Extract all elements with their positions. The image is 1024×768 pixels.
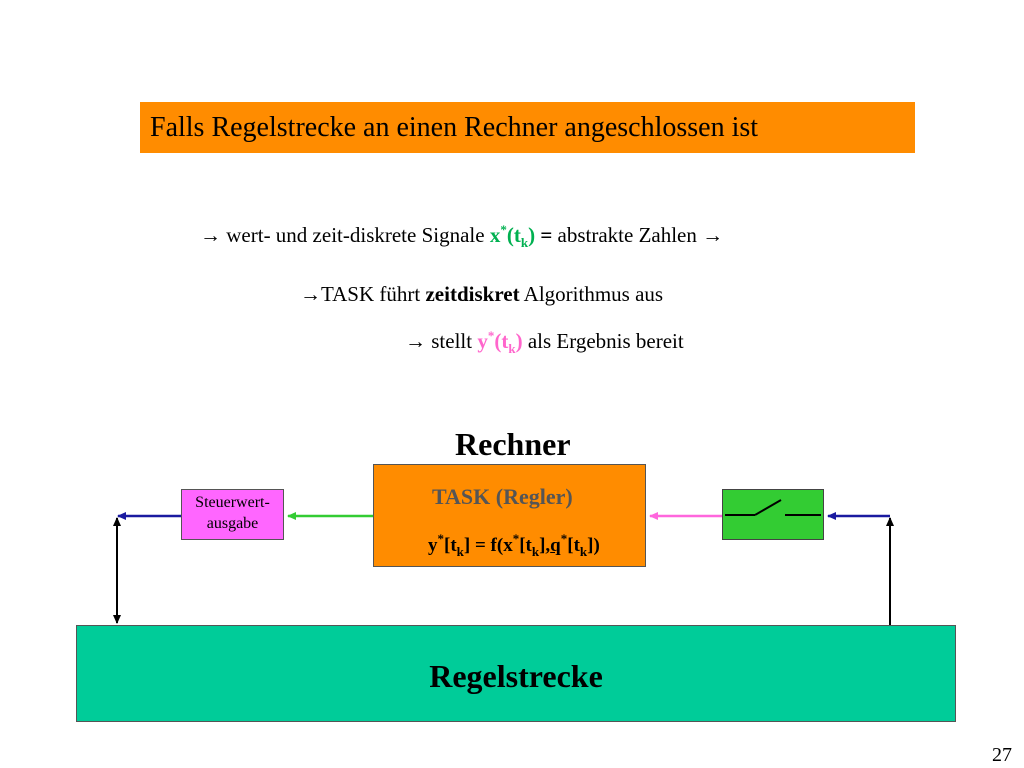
task-block xyxy=(373,464,646,567)
steuerwert-ausgabe-block: Steuerwert-ausgabe xyxy=(181,489,284,540)
regelstrecke-block: Regelstrecke xyxy=(76,625,956,722)
arrow-right-icon: → xyxy=(405,329,426,353)
text-line-result: → stellt y*(tk) als Ergebnis bereit xyxy=(405,328,684,356)
sampling-switch-block xyxy=(722,489,824,540)
rechner-label: Rechner xyxy=(455,426,571,462)
arrow-right-icon: → xyxy=(300,282,321,306)
arrow-right-icon: → xyxy=(702,223,724,247)
text-line-signals: → wert- und zeit-diskrete Signale x*(tk)… xyxy=(200,222,724,250)
switch-icon xyxy=(725,499,821,516)
page-number: 27 xyxy=(992,744,1012,766)
arrow-right-icon: → xyxy=(200,223,221,247)
text-line-task: →TASK führt zeitdiskret Algorithmus aus xyxy=(300,282,664,306)
signal-y: y*(tk) xyxy=(477,328,523,356)
title-banner: Falls Regelstrecke an einen Rechner ange… xyxy=(140,102,915,153)
task-formula: y*[tk] = f(x*[tk],q*[tk]) xyxy=(428,531,600,559)
signal-x: x*(tk) xyxy=(489,222,536,250)
task-title: TASK (Regler) xyxy=(432,484,573,509)
